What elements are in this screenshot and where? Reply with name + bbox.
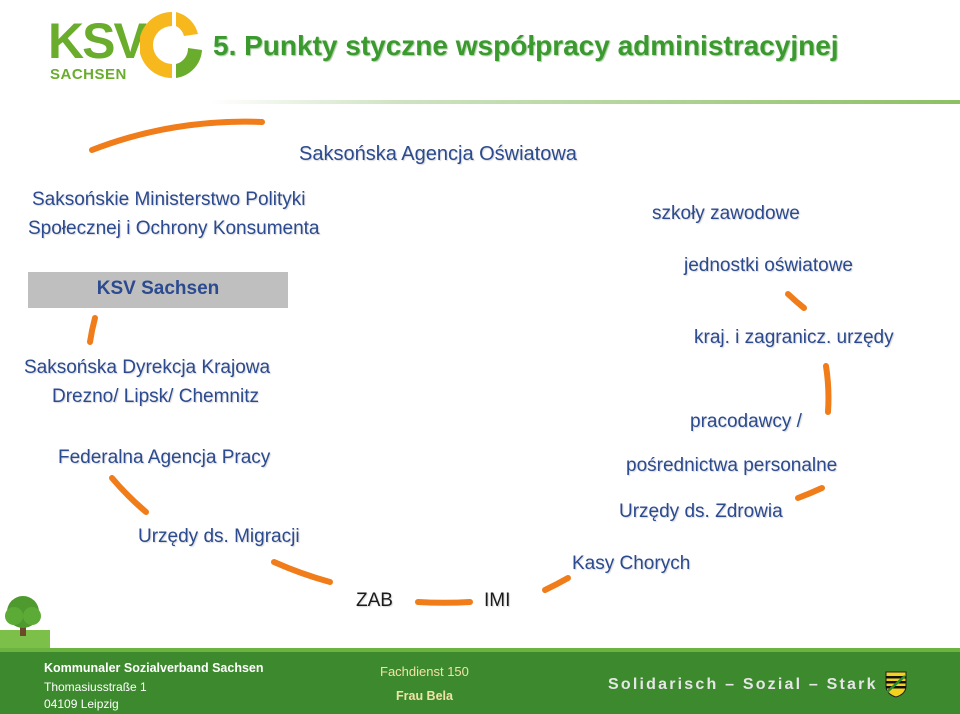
logo-mark-icon <box>140 12 202 78</box>
ksv-sachsen-label: KSV Sachsen <box>96 278 220 299</box>
page-title: 5. Punkty styczne współpracy administrac… <box>213 30 839 61</box>
label-educational-units: jednostki oświatowe <box>684 255 853 276</box>
label-health-offices: Urzędy ds. Zdrowia <box>619 501 783 522</box>
footer-slogan: Solidarisch – Sozial – Stark <box>608 676 878 693</box>
label-saxon-education-agency: Saksońska Agencja Oświatowa <box>299 143 577 165</box>
logo-subtext: SACHSEN <box>50 66 127 83</box>
footer-org: Kommunaler Sozialverband Sachsen <box>44 661 264 675</box>
label-employers-line1: pracodawcy / <box>690 411 802 432</box>
label-ministry-line1: Saksońskie Ministerstwo Polityki <box>32 189 306 210</box>
ksv-logo: KSV SACHSEN <box>40 2 205 87</box>
footer-street: Thomasiusstraße 1 <box>44 680 147 694</box>
footer-department: Fachdienst 150 <box>380 664 469 679</box>
label-directorate-line2: Drezno/ Lipsk/ Chemnitz <box>52 386 259 407</box>
header-divider <box>210 100 960 104</box>
footer <box>0 652 960 714</box>
label-ministry-line2: Społecznej i Ochrony Konsumenta <box>28 218 320 239</box>
label-migration-offices: Urzędy ds. Migracji <box>138 526 300 547</box>
label-zab: ZAB <box>356 590 393 611</box>
label-employers-line2: pośrednictwa personalne <box>626 455 838 476</box>
footer-person: Frau Bela <box>396 689 453 703</box>
footer-city: 04109 Leipzig <box>44 697 119 711</box>
tree-icon <box>0 596 50 650</box>
label-vocational-schools: szkoły zawodowe <box>652 203 800 224</box>
label-offices: kraj. i zagranicz. urzędy <box>694 327 894 348</box>
saxony-crest-icon <box>885 671 907 698</box>
label-directorate-line1: Saksońska Dyrekcja Krajowa <box>24 357 271 378</box>
ksv-sachsen-box: KSV Sachsen <box>28 272 288 308</box>
logo-text: KSV <box>48 13 147 69</box>
label-health-insurance: Kasy Chorych <box>572 553 691 574</box>
label-federal-labour-agency: Federalna Agencja Pracy <box>58 447 271 468</box>
footer-accent <box>0 648 960 654</box>
label-imi: IMI <box>484 590 511 611</box>
